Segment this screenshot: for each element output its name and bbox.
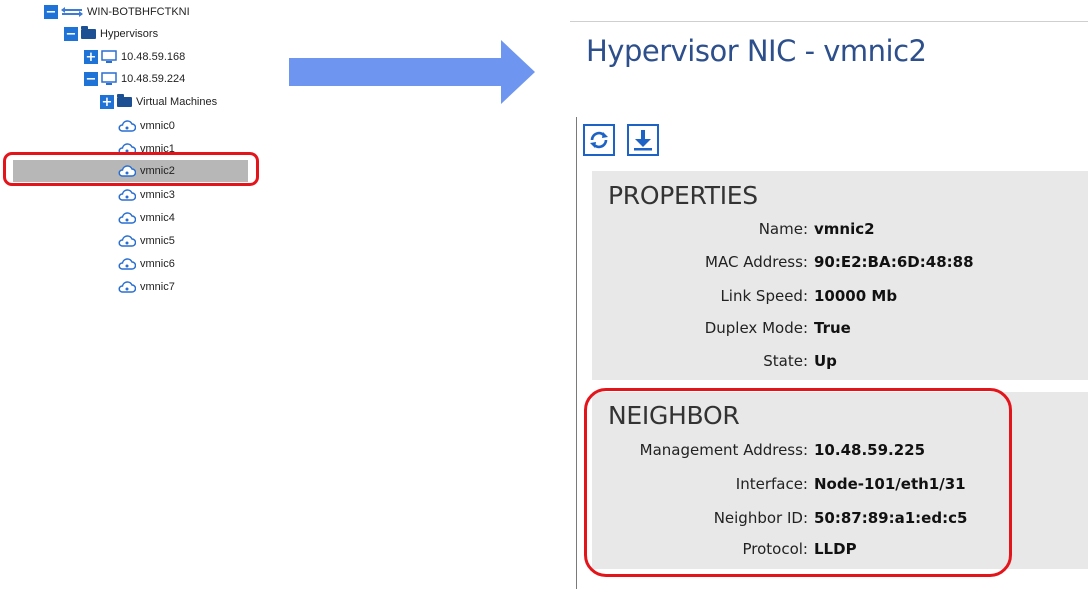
neighbor-label: Neighbor ID:: [713, 509, 808, 527]
property-value: vmnic2: [814, 220, 875, 238]
cloud-nic-icon: [118, 281, 136, 293]
property-label: Link Speed:: [720, 287, 808, 305]
header-divider: [570, 21, 1088, 22]
neighbor-value: LLDP: [814, 540, 857, 558]
tree-node-nic[interactable]: vmnic0: [118, 117, 175, 135]
cloud-nic-icon: [118, 189, 136, 201]
tree-node-nic[interactable]: vmnic6: [118, 255, 175, 273]
tree-node-label: Hypervisors: [100, 28, 159, 40]
download-icon: [631, 128, 655, 152]
tree-node-label: vmnic5: [140, 235, 175, 247]
cloud-nic-icon: [118, 212, 136, 224]
tree-node-virtual-machines[interactable]: + Virtual Machines: [100, 93, 217, 111]
neighbor-panel: [592, 392, 1088, 569]
tree-node-label: vmnic3: [140, 189, 175, 201]
tree-node-label: 10.48.59.224: [121, 73, 186, 85]
tree-node-label: WIN-BOTBHFCTKNI: [87, 6, 190, 18]
neighbor-label: Protocol:: [742, 540, 808, 558]
tree-node-label: vmnic6: [140, 258, 175, 270]
tree-node-hypervisors[interactable]: − Hypervisors: [64, 25, 158, 43]
collapse-icon[interactable]: −: [44, 4, 58, 20]
neighbor-callout-box: [584, 388, 1012, 577]
tree-node-label: Virtual Machines: [136, 96, 218, 108]
collapse-icon[interactable]: −: [84, 71, 98, 87]
monitor-icon: [101, 50, 117, 64]
expand-icon[interactable]: +: [100, 94, 114, 110]
right-arrow-icon: [289, 40, 535, 109]
properties-heading: PROPERTIES: [608, 181, 758, 210]
refresh-icon: [587, 128, 611, 152]
tree-node-nic[interactable]: vmnic5: [118, 232, 175, 250]
property-row-link-speed: Link Speed: 10000 Mb: [592, 285, 897, 307]
property-label: Name:: [758, 220, 808, 238]
monitor-icon: [101, 72, 117, 86]
neighbor-value: 10.48.59.225: [814, 441, 926, 459]
neighbor-row-management-address: Management Address: 10.48.59.225: [592, 439, 925, 461]
property-value: True: [814, 319, 851, 337]
property-label: State:: [763, 352, 808, 370]
neighbor-label: Interface:: [735, 475, 808, 493]
property-value: 90:E2:BA:6D:48:88: [814, 253, 974, 271]
cloud-nic-icon: [118, 120, 136, 132]
property-row-state: State: Up: [592, 350, 837, 372]
page-title: Hypervisor NIC - vmnic2: [586, 34, 927, 68]
collapse-icon[interactable]: −: [64, 26, 78, 42]
neighbor-row-id: Neighbor ID: 50:87:89:a1:ed:c5: [592, 507, 968, 529]
tree-node-nic[interactable]: vmnic3: [118, 186, 175, 204]
expand-icon[interactable]: +: [84, 49, 98, 65]
neighbor-value: 50:87:89:a1:ed:c5: [814, 509, 968, 527]
properties-panel: [592, 171, 1088, 380]
hierarchy-tree: − WIN-BOTBHFCTKNI − Hypervisors + 10.48.…: [0, 0, 300, 300]
folder-icon: [117, 94, 132, 107]
network-switch-icon: [61, 6, 83, 18]
cloud-nic-icon: [118, 258, 136, 270]
tree-node-label: vmnic7: [140, 281, 175, 293]
neighbor-value: Node-101/eth1/31: [814, 475, 966, 493]
tree-node-root[interactable]: − WIN-BOTBHFCTKNI: [44, 3, 190, 21]
neighbor-label: Management Address:: [639, 441, 808, 459]
tree-node-label: vmnic2: [140, 165, 175, 177]
property-row-duplex: Duplex Mode: True: [592, 317, 851, 339]
tree-node-nic[interactable]: vmnic7: [118, 278, 175, 296]
property-row-name: Name: vmnic2: [592, 218, 875, 240]
tree-node-label: vmnic4: [140, 212, 175, 224]
tree-node-nic[interactable]: vmnic4: [118, 209, 175, 227]
cloud-nic-icon: [118, 165, 136, 177]
selection-callout-box: [3, 152, 259, 186]
tree-node-label: 10.48.59.168: [121, 51, 186, 63]
property-value: 10000 Mb: [814, 287, 898, 305]
cloud-nic-icon: [118, 235, 136, 247]
tree-node-nic-selected[interactable]: vmnic2: [118, 162, 175, 180]
property-label: MAC Address:: [705, 253, 808, 271]
refresh-button[interactable]: [583, 124, 615, 156]
tree-node-host[interactable]: + 10.48.59.168: [84, 48, 185, 66]
neighbor-row-interface: Interface: Node-101/eth1/31: [592, 473, 966, 495]
folder-icon: [81, 26, 96, 39]
neighbor-heading: NEIGHBOR: [608, 401, 740, 430]
panel-left-border: [576, 117, 577, 589]
download-button[interactable]: [627, 124, 659, 156]
property-label: Duplex Mode:: [704, 319, 808, 337]
neighbor-row-protocol: Protocol: LLDP: [592, 538, 857, 560]
tree-node-host[interactable]: − 10.48.59.224: [84, 70, 185, 88]
property-row-mac: MAC Address: 90:E2:BA:6D:48:88: [592, 251, 974, 273]
tree-node-label: vmnic0: [140, 120, 175, 132]
property-value: Up: [814, 352, 837, 370]
